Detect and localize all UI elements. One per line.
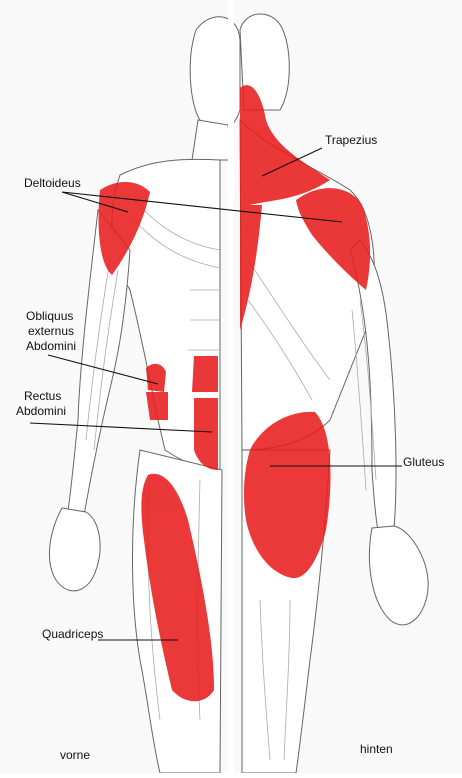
label-obliquus-3: Abdomini [26,339,76,353]
obliquus-muscle [146,364,166,392]
label-gluteus: Gluteus [403,455,444,469]
label-rectus-1: Rectus [24,389,61,403]
caption-front: vorne [60,748,90,762]
label-quadriceps: Quadriceps [42,627,103,641]
label-obliquus-2: externus [28,324,74,338]
front-neck [192,120,232,160]
panel-divider [228,0,234,773]
label-rectus-2: Abdomini [16,404,66,418]
caption-back: hinten [360,742,393,756]
label-trapezius: Trapezius [325,133,377,147]
label-obliquus-1: Obliquus [26,309,73,323]
label-deltoideus: Deltoideus [24,176,81,190]
rectus-upper [192,356,218,392]
front-hand [49,508,100,591]
